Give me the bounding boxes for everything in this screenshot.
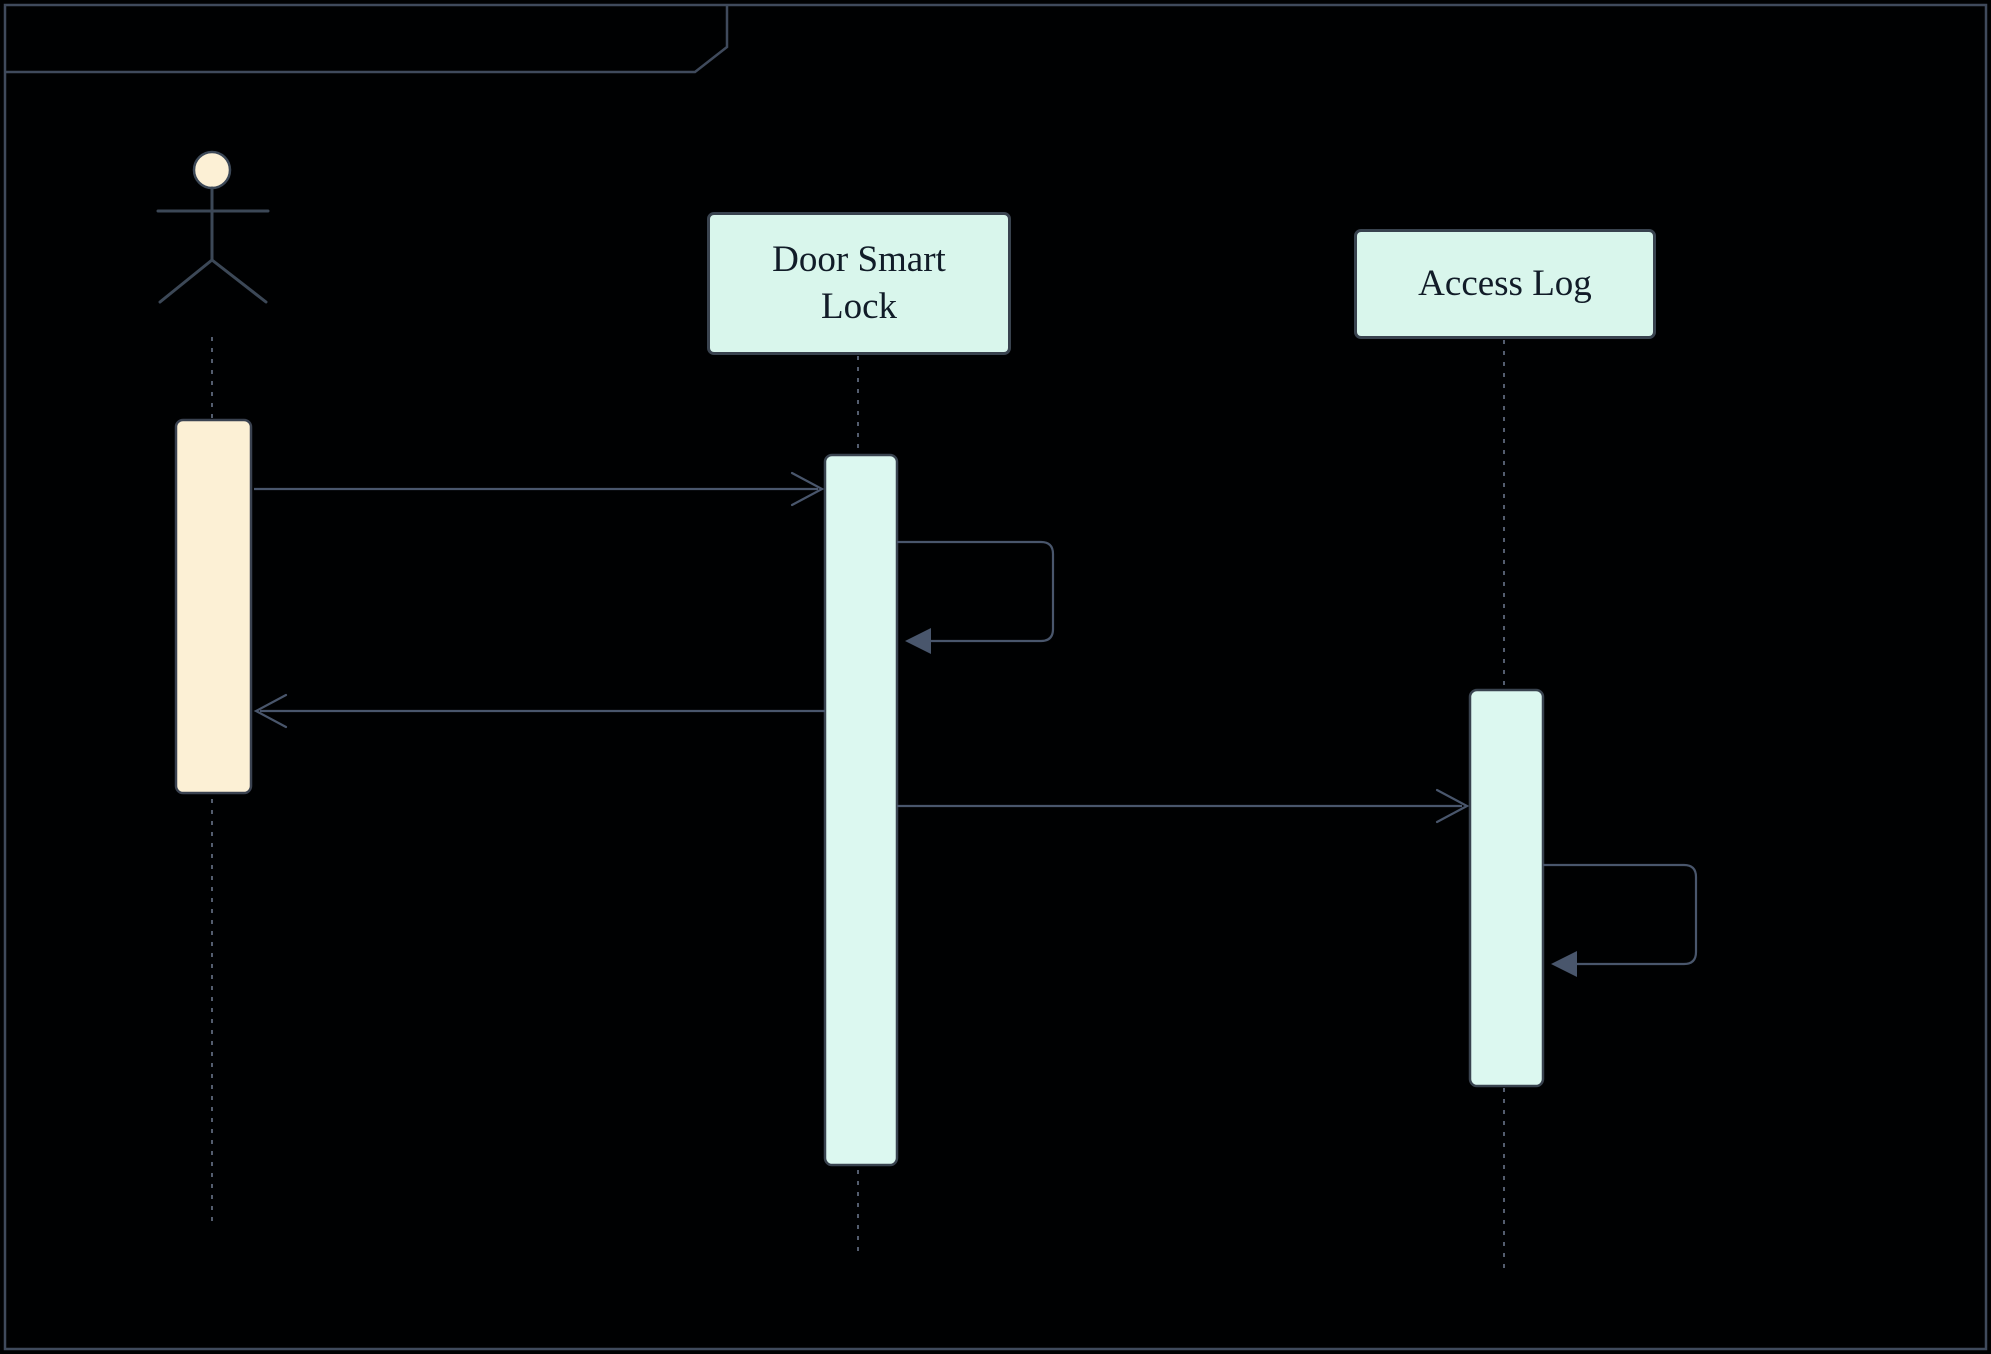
actor-figure-user — [156, 150, 270, 304]
message-self-loop-door — [897, 540, 1055, 654]
activation-bar-user — [174, 418, 253, 795]
participant-box-door-smart-lock: Door Smart Lock — [707, 212, 1011, 355]
open-arrowhead-icon — [253, 693, 288, 729]
message-arrow-door-to-user — [253, 693, 825, 729]
message-arrow-user-to-door — [254, 471, 825, 507]
participant-box-access-log: Access Log — [1354, 229, 1656, 339]
open-arrowhead-icon — [1435, 788, 1470, 824]
message-arrow-door-to-access-log — [897, 788, 1470, 824]
frame-border — [3, 3, 1988, 1351]
activation-bar-door-smart-lock — [823, 453, 899, 1167]
frame-title-tab — [5, 5, 729, 74]
open-arrowhead-icon — [790, 471, 825, 507]
filled-arrowhead-icon — [1551, 951, 1577, 977]
message-self-loop-access-log — [1543, 863, 1698, 977]
participant-label-door-smart-lock: Door Smart Lock — [772, 239, 946, 327]
participant-label-access-log: Access Log — [1418, 262, 1592, 304]
filled-arrowhead-icon — [905, 628, 931, 654]
activation-bar-access-log — [1468, 688, 1545, 1088]
actor-head-icon — [192, 150, 232, 190]
